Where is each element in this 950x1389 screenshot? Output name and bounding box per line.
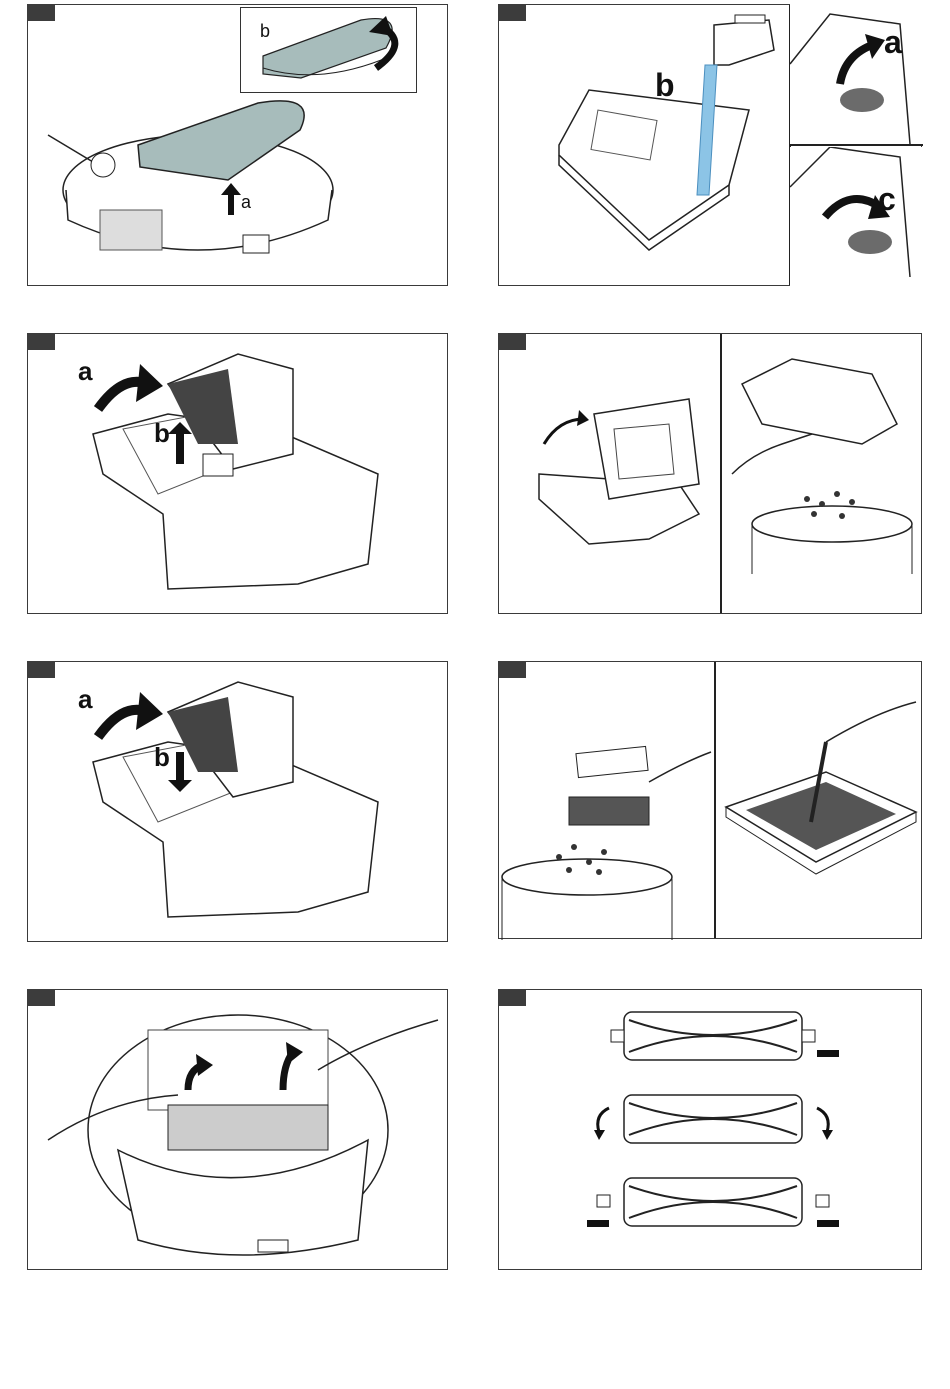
step-label-c: c (878, 183, 896, 215)
step-label-a: a (241, 193, 251, 211)
step-label-b: b (154, 744, 170, 770)
step-label-a: a (78, 358, 92, 384)
plug-open-inset: a (790, 4, 923, 146)
roller-brush-disassembly-illustration (499, 990, 923, 1271)
step-panel-mop-removal: a b (27, 4, 448, 286)
step-panel-brush-removal (27, 989, 448, 1270)
step-panel-water-tank: b a c (498, 4, 922, 286)
step-panel-filter-insert: a b (27, 661, 448, 942)
mop-detail-inset: b (240, 7, 417, 93)
step-label-a: a (884, 26, 902, 58)
bin-open-illustration (499, 334, 721, 615)
robot-underside-brush-illustration (28, 990, 449, 1271)
step-panel-filter-clean (498, 661, 922, 939)
plug-close-inset: c (790, 147, 923, 287)
filter-tapping-illustration (499, 662, 714, 940)
step-panel-empty-bin (498, 333, 922, 614)
bin-emptying-trash-illustration (722, 334, 922, 615)
step-label-b: b (655, 69, 675, 101)
step-label-a: a (78, 686, 92, 712)
filter-brushing-illustration (716, 662, 923, 940)
step-label-b: b (154, 420, 170, 446)
step-label-b: b (260, 22, 270, 40)
step-panel-filter-open: a b (27, 333, 448, 614)
plug-open-illustration (790, 4, 923, 146)
plug-close-illustration (790, 147, 923, 287)
step-panel-brush-ends (498, 989, 922, 1270)
